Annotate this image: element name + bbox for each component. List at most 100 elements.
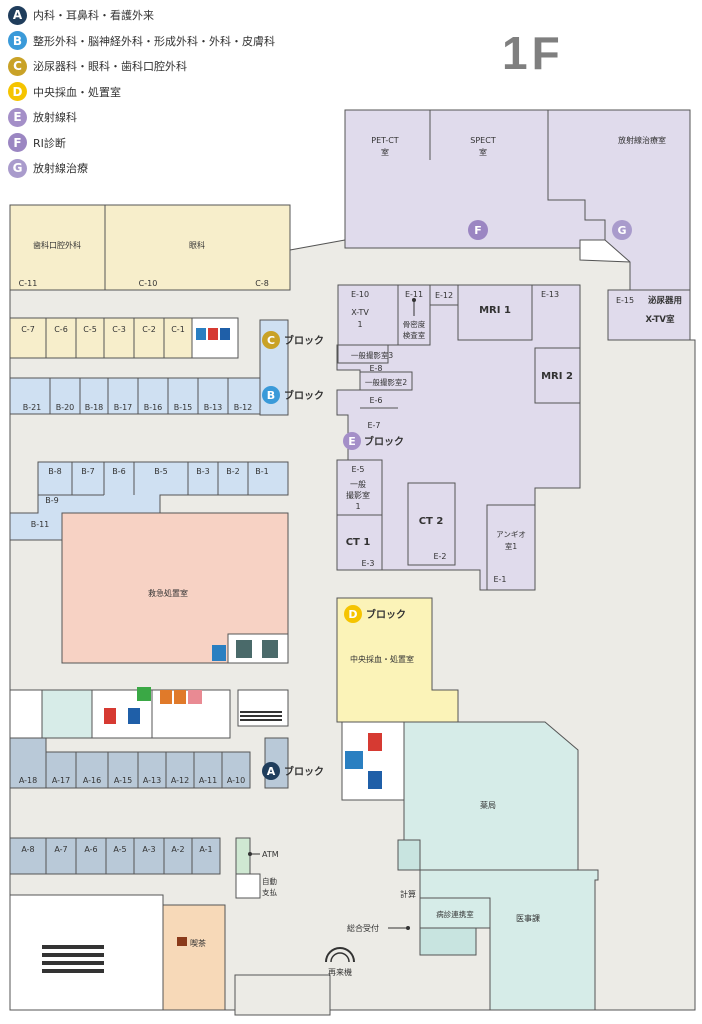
revisit-machine-icon[interactable]: [325, 947, 355, 963]
block-marker-b[interactable]: [262, 386, 280, 404]
room-ct-2[interactable]: [407, 482, 456, 566]
room-a-10[interactable]: [221, 751, 251, 789]
room-code: A-11: [199, 776, 217, 785]
room-mri-1[interactable]: [457, 284, 533, 341]
block-marker-e[interactable]: [343, 432, 361, 450]
room-label: 室: [479, 147, 487, 157]
room-c-1[interactable]: [163, 317, 193, 359]
room-general-xray-1[interactable]: [336, 459, 383, 516]
room-b-21[interactable]: [9, 377, 51, 415]
reception-counter[interactable]: [397, 839, 477, 956]
room-mri-2[interactable]: [534, 347, 581, 404]
room-a-15[interactable]: [107, 751, 139, 789]
room-code: B-3: [196, 467, 209, 476]
room-code: A-6: [84, 845, 97, 854]
block-marker-g[interactable]: [612, 220, 632, 240]
room-cooperation[interactable]: [419, 897, 491, 929]
female-toilet-icon: [208, 328, 218, 340]
atm-kiosk[interactable]: [235, 837, 251, 875]
room-cafe[interactable]: [162, 904, 226, 1011]
block-marker-d[interactable]: [344, 605, 362, 623]
room-c-2[interactable]: [133, 317, 165, 359]
room-a-7[interactable]: [45, 837, 77, 875]
b-row-1: B-21 B-20 B-18 B-17 B-16 B-15 B-13 B-12: [9, 377, 261, 415]
room-b-13[interactable]: [197, 377, 229, 415]
room-code: B-20: [56, 403, 75, 412]
room-code: B-2: [226, 467, 239, 476]
room-a-8[interactable]: [9, 837, 47, 875]
room-a-11[interactable]: [193, 751, 223, 789]
room-code: B-16: [144, 403, 163, 412]
block-badge-e: E: [8, 107, 27, 127]
room-dental[interactable]: [9, 204, 106, 291]
block-marker-f[interactable]: [468, 220, 488, 240]
room-code: C-2: [142, 325, 156, 334]
room-code: E-6: [369, 396, 382, 405]
room-label: 検査室: [403, 330, 426, 340]
accessible-icon: [212, 645, 226, 661]
block-word: ブロック: [366, 608, 406, 621]
room-label: 一般: [350, 479, 366, 489]
room-blood-collection[interactable]: [336, 597, 459, 723]
room-b-16[interactable]: [137, 377, 169, 415]
room-code: B-5: [154, 467, 167, 476]
room-label: 歯科口腔外科: [33, 240, 81, 250]
room-a-1[interactable]: [191, 837, 221, 875]
room-uro-xtv[interactable]: [607, 289, 691, 341]
room-label: 眼科: [189, 240, 205, 250]
room-label: MRI 1: [479, 305, 511, 316]
block-marker-letter: D: [348, 608, 357, 621]
room-general-xray-2[interactable]: [359, 371, 413, 391]
auto-pay-label: 自動: [262, 876, 277, 886]
room-ct-1[interactable]: [336, 514, 383, 571]
room-angio-1[interactable]: [486, 504, 536, 591]
female-toilet-icon: [368, 733, 382, 751]
room-a-3[interactable]: [133, 837, 165, 875]
room-code: A-15: [114, 776, 132, 785]
room-code: E-8: [369, 364, 382, 373]
room-label: 薬局: [480, 800, 496, 810]
room-b-20[interactable]: [49, 377, 81, 415]
room-code: B-1: [255, 467, 268, 476]
room-eye[interactable]: [104, 204, 291, 291]
entrance[interactable]: [234, 974, 331, 1016]
room-c-6[interactable]: [45, 317, 77, 359]
stairs-icon: [240, 711, 282, 721]
room-a-17[interactable]: [45, 751, 77, 789]
room-c-5[interactable]: [75, 317, 105, 359]
room-b-12[interactable]: [227, 377, 261, 415]
legend-label: 整形外科・脳神経外科・形成外科・外科・皮膚科: [33, 34, 275, 48]
room-code: A-7: [54, 845, 67, 854]
room-c-7[interactable]: [9, 317, 47, 359]
room-a-13[interactable]: [137, 751, 167, 789]
room-c-3[interactable]: [103, 317, 135, 359]
room-code: C-3: [112, 325, 126, 334]
reception-label: 総合受付: [347, 923, 379, 933]
room-code: B-8: [48, 467, 61, 476]
block-marker-c[interactable]: [262, 331, 280, 349]
room-pharmacy[interactable]: [403, 721, 579, 871]
room-general-xray-3[interactable]: [337, 344, 389, 364]
block-word: ブロック: [284, 334, 324, 347]
auto-pay-machine[interactable]: [235, 873, 261, 899]
block-marker-a[interactable]: [262, 762, 280, 780]
room-a-5[interactable]: [105, 837, 135, 875]
female-toilet-icon: [104, 708, 116, 724]
legend-label: 泌尿器科・眼科・歯科口腔外科: [33, 60, 187, 73]
room-a-2[interactable]: [163, 837, 193, 875]
room-code: A-1: [199, 845, 212, 854]
room-a-6[interactable]: [75, 837, 107, 875]
room-b-17[interactable]: [107, 377, 139, 415]
room-radiotherapy[interactable]: [547, 109, 691, 291]
room-code: A-17: [52, 776, 70, 785]
room-a-16[interactable]: [75, 751, 109, 789]
nursing-icon: [137, 687, 151, 701]
accessible-toilet-icon: [345, 751, 363, 769]
